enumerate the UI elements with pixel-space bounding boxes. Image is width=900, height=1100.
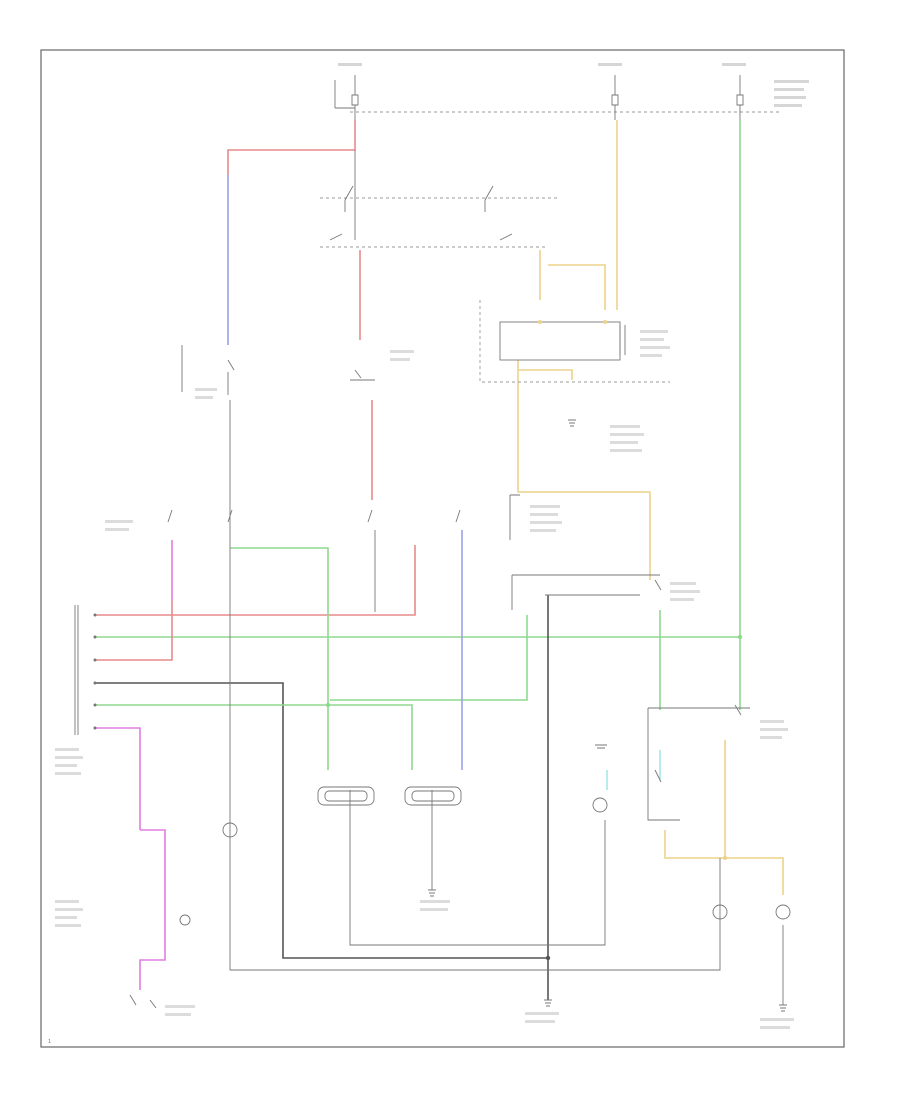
tan-wire-branch [518,369,573,380]
junction-dots [325,320,743,961]
ground-icon [428,419,787,1012]
green-harness-wire-2 [95,704,413,770]
green-wire-left-lamp [230,547,329,770]
ground-return-wire [229,400,721,971]
relay-boxes [181,300,750,821]
red-harness-wire [95,545,416,616]
lamp-return-wire [349,790,606,946]
relay-box-middle [511,574,660,610]
label-mark [774,96,806,99]
label-mark [774,104,802,107]
relay-box-upper [499,321,621,361]
wires [95,120,784,1005]
pink-wire-lower [95,727,141,830]
label-mark [338,63,362,66]
fuse-icon [334,75,744,120]
green-cross-wire [330,615,528,701]
component-label-marks [55,330,794,1029]
black-harness-wire [95,682,550,959]
relay-box-lower [647,707,750,821]
diagram-border [40,49,845,1048]
connector-icon [74,605,97,735]
bracket [509,494,520,540]
diagram-code: 1 [48,1039,51,1045]
pink-wire-switch [139,829,166,990]
red-harness-wire-2 [95,600,173,661]
lamp-icon [179,786,791,926]
tan-wire-switch [517,360,651,580]
tan-wire-lamps [664,830,784,895]
switch-icon [129,185,742,1009]
label-mark [774,88,804,91]
tan-wire-relay [539,250,606,310]
cyan-wire-short [606,750,661,790]
label-mark [598,63,622,66]
label-mark [722,63,746,66]
label-mark [774,80,809,83]
top-power-section [320,63,809,248]
red-wire-top [227,120,356,175]
relay-coil [619,325,626,355]
